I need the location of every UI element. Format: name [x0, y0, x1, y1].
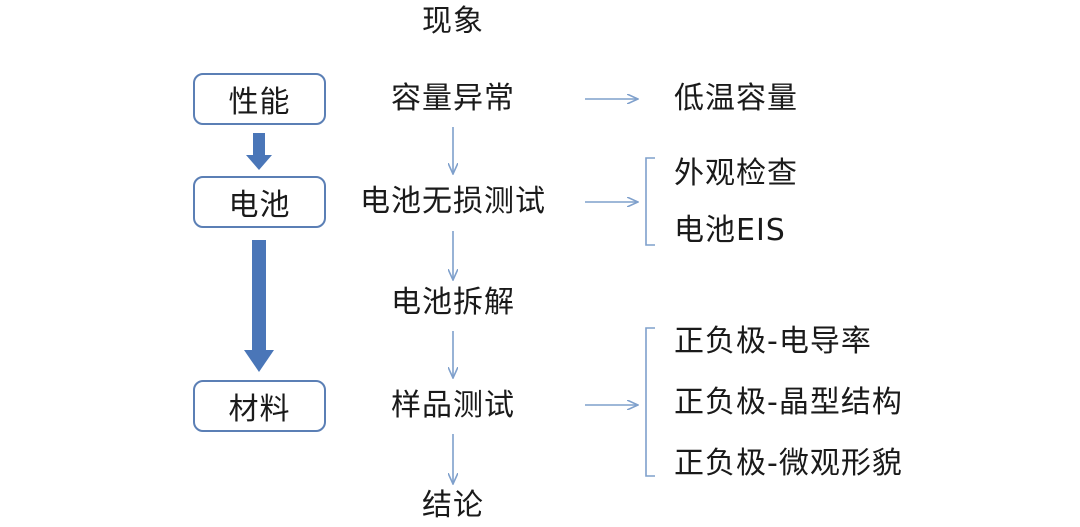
header-label: 现象	[422, 4, 484, 39]
result-visual-inspection: 外观检查	[674, 156, 798, 191]
step-disassembly: 电池拆解	[391, 285, 515, 320]
block-arrow-battery-to-material	[244, 240, 274, 372]
step-conclusion: 结论	[422, 488, 484, 523]
level-box-performance: 性能	[193, 73, 326, 125]
result-battery-eis: 电池EIS	[674, 213, 786, 248]
block-arrow-performance-to-battery	[246, 133, 272, 170]
result-crystal-structure: 正负极-晶型结构	[674, 385, 903, 420]
result-conductivity: 正负极-电导率	[674, 324, 872, 359]
bracket-sample	[645, 327, 655, 477]
step-capacity-anomaly: 容量异常	[391, 81, 515, 116]
step-sample-test: 样品测试	[391, 388, 515, 423]
bracket-nondestructive	[645, 157, 655, 246]
level-box-battery: 电池	[193, 176, 326, 228]
result-low-temp-capacity: 低温容量	[674, 81, 798, 116]
step-nondestructive-test: 电池无损测试	[360, 184, 546, 219]
level-box-material: 材料	[193, 380, 326, 432]
result-micro-morphology: 正负极-微观形貌	[674, 446, 903, 481]
